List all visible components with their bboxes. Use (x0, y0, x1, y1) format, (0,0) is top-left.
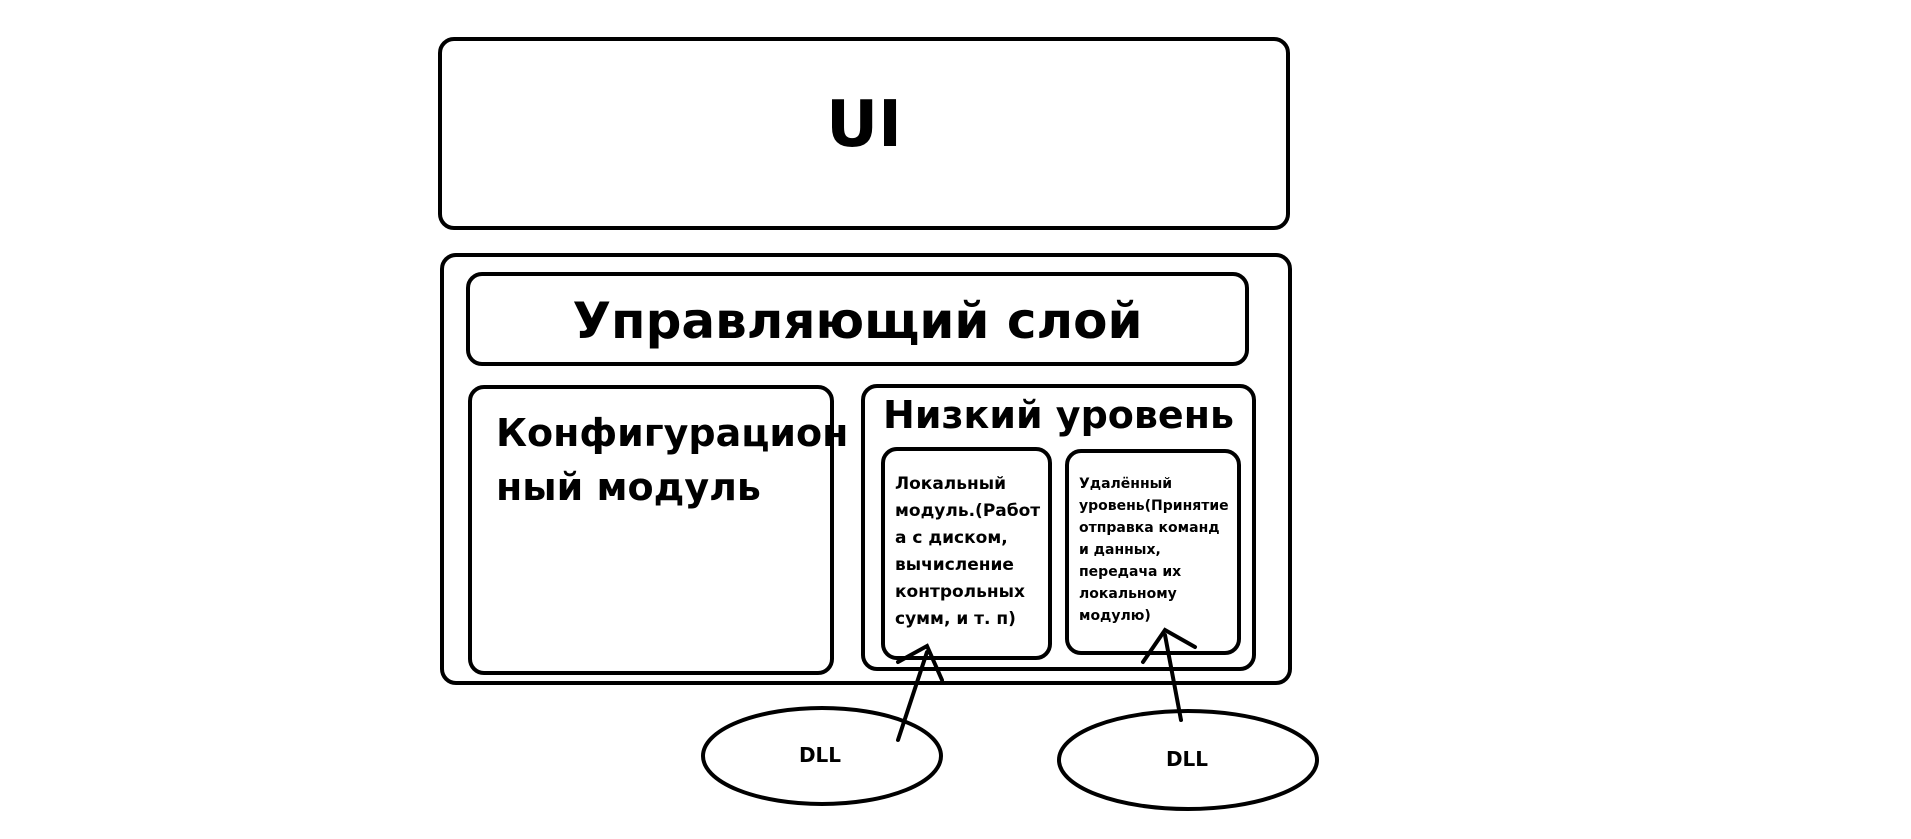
local-module-block: Локальный модуль.(Работ а с диском, вычи… (881, 447, 1052, 660)
ui-block-label: UI (826, 88, 902, 162)
dll-right-ellipse (1057, 709, 1319, 811)
config-module-label: Конфигурацион ный модуль (496, 411, 849, 509)
remote-level-label: Удалённый уровень(Принятие отправка кома… (1079, 476, 1229, 624)
control-layer-label: Управляющий слой (572, 292, 1143, 350)
remote-level-block: Удалённый уровень(Принятие отправка кома… (1065, 449, 1241, 655)
dll-left-label: DLL (799, 743, 841, 767)
ui-block: UI (438, 37, 1290, 230)
local-module-label: Локальный модуль.(Работ а с диском, вычи… (895, 474, 1041, 629)
dll-left-ellipse (701, 706, 943, 806)
control-layer-block: Управляющий слой (466, 272, 1249, 366)
dll-right-label: DLL (1166, 747, 1208, 771)
low-level-label: Низкий уровень (883, 393, 1234, 437)
config-module-block: Конфигурацион ный модуль (468, 385, 848, 675)
